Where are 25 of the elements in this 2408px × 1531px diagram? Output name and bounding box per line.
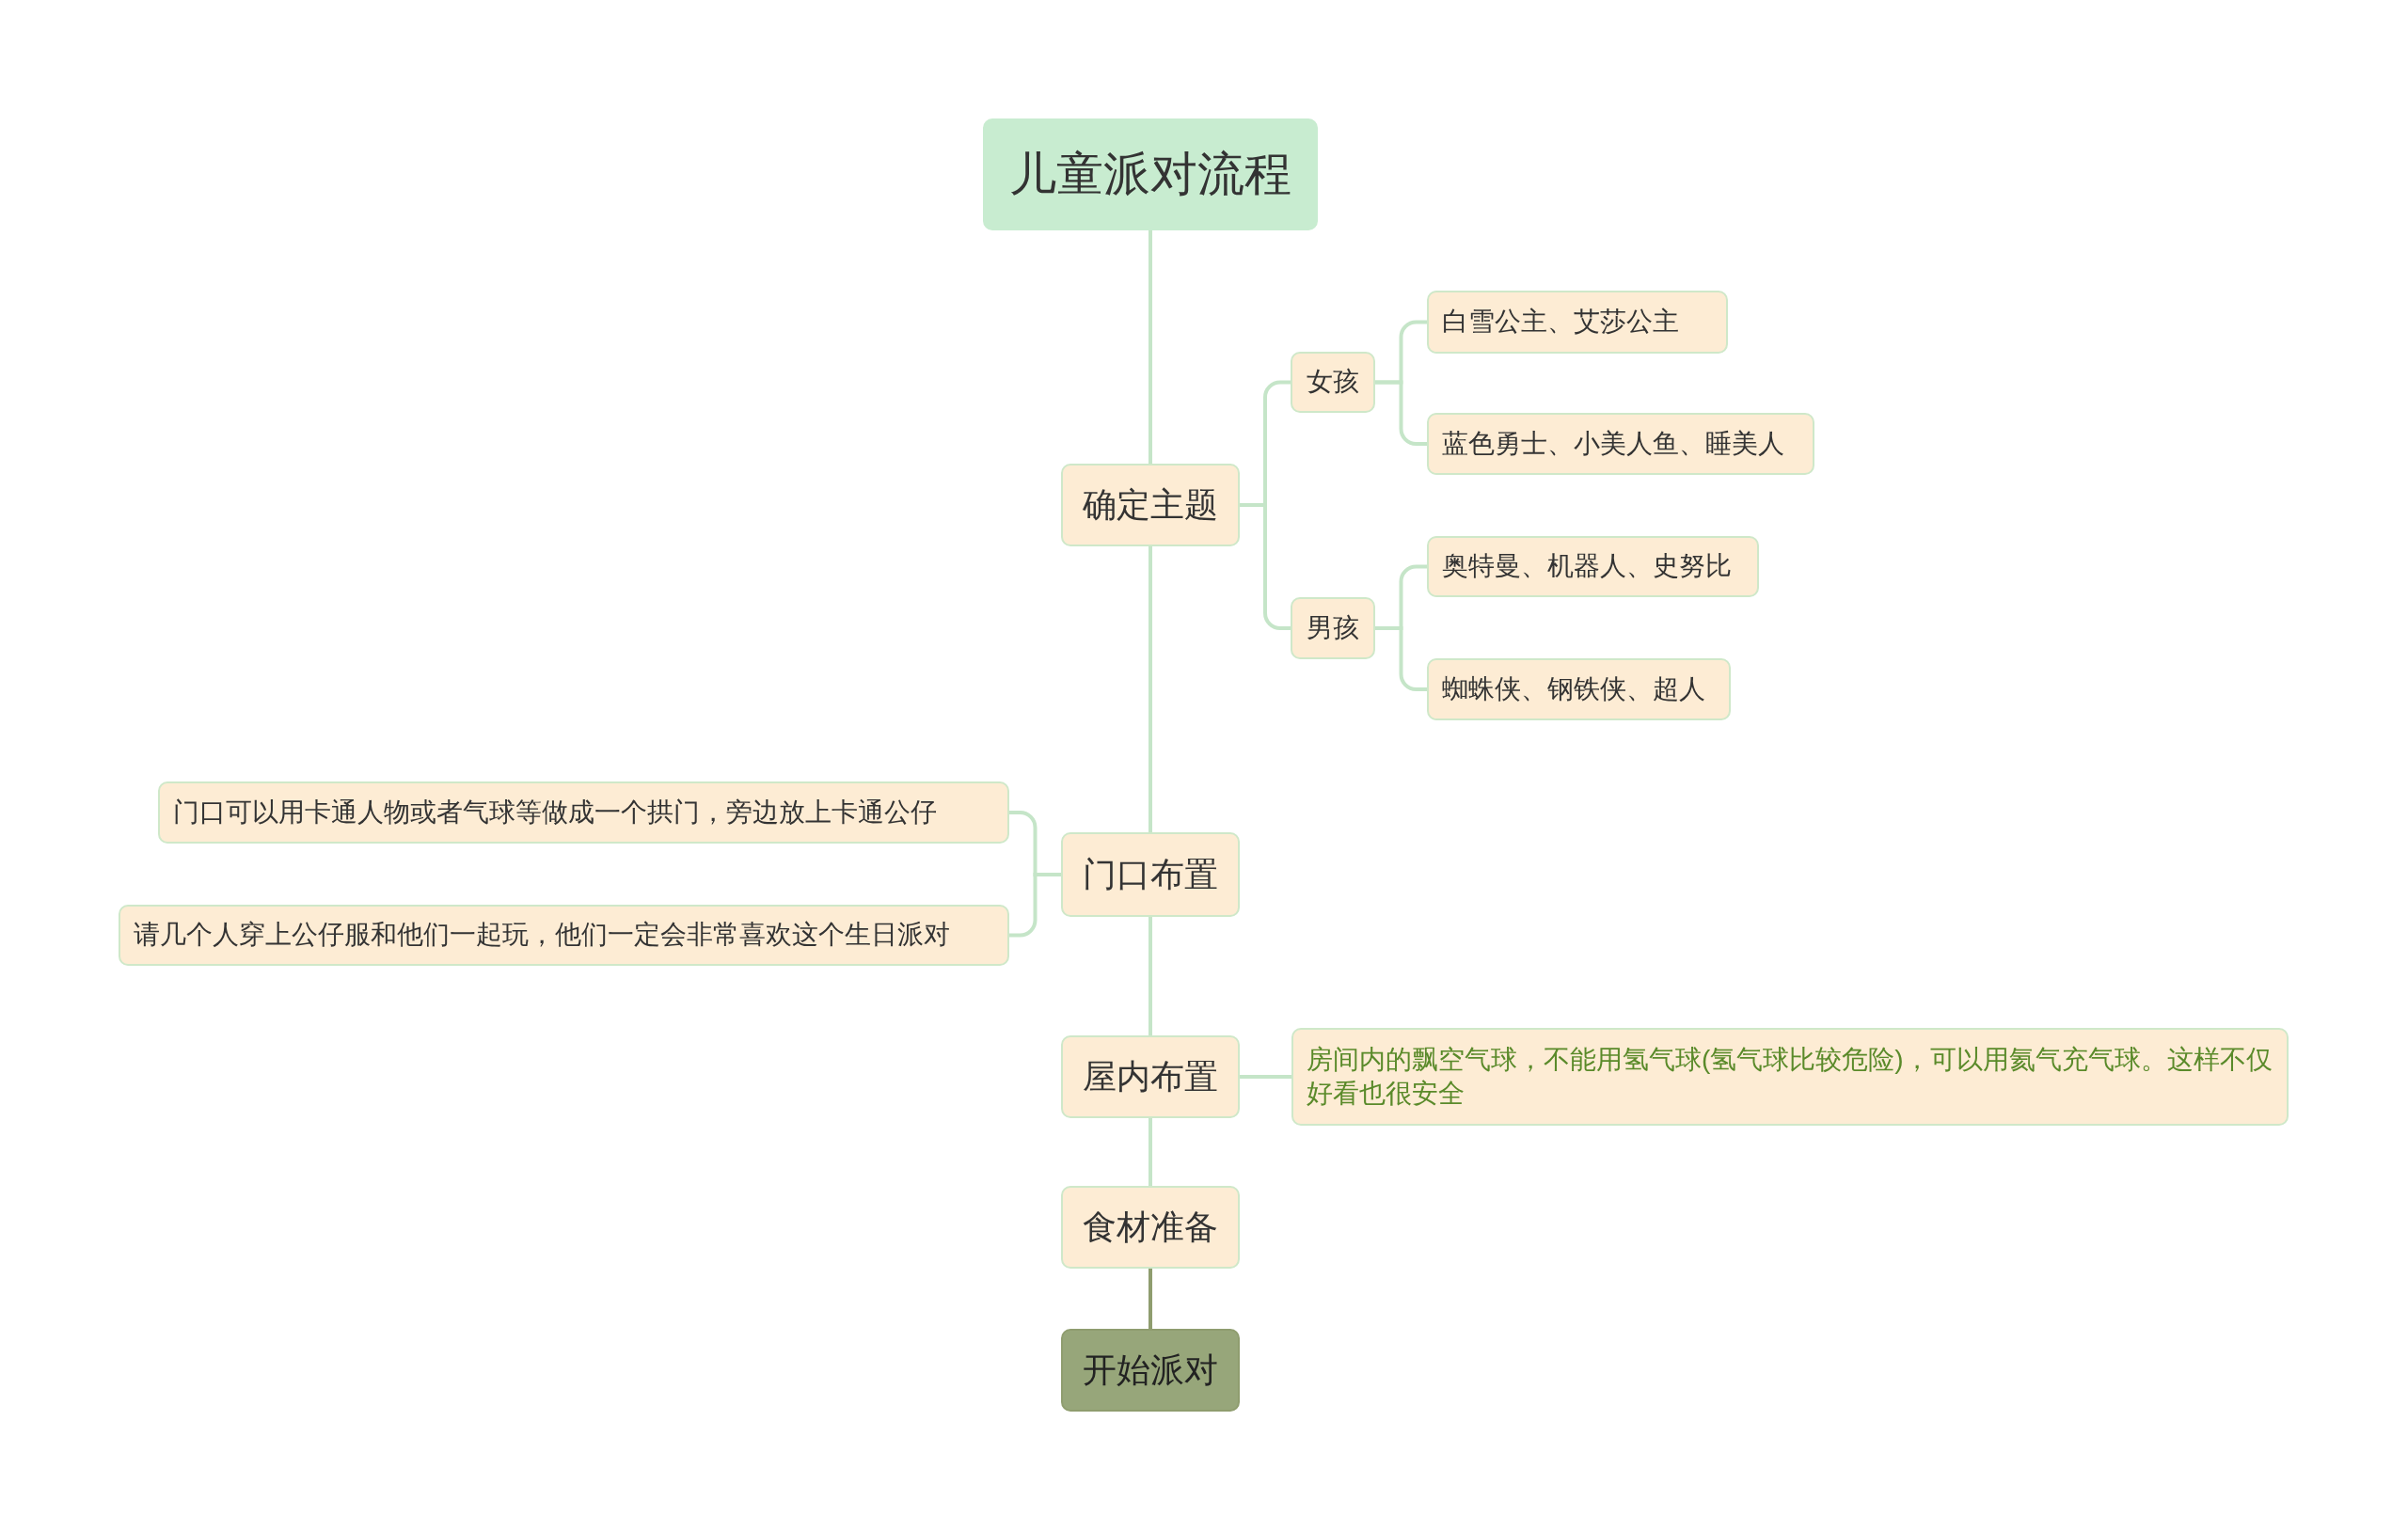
note-box: 房间内的飘空气球，不能用氢气球(氢气球比较危险)，可以用氦气充气球。这样不仅好看也很安全 xyxy=(1291,1028,2289,1126)
subtopic-box: 奥特曼、机器人、史努比 xyxy=(1427,536,1759,597)
connector-line xyxy=(1375,626,1427,691)
topic-box: 确定主题 xyxy=(1061,464,1240,546)
connector-line xyxy=(1009,873,1061,938)
connector-line xyxy=(1149,1269,1152,1329)
connector-line xyxy=(1375,380,1427,446)
connector-line xyxy=(1149,1118,1152,1186)
central-topic-box: 儿童派对流程 xyxy=(983,118,1318,230)
subtopic-box: 男孩 xyxy=(1291,597,1375,659)
subtopic-box: 蓝色勇士、小美人鱼、睡美人 xyxy=(1427,413,1814,475)
subtopic-box: 请几个人穿上公仔服和他们一起玩，他们一定会非常喜欢这个生日派对 xyxy=(119,905,1009,966)
topic-box: 门口布置 xyxy=(1061,832,1240,917)
subtopic-box: 门口可以用卡通人物或者气球等做成一个拱门，旁边放上卡通公仔 xyxy=(158,781,1009,844)
connector-line xyxy=(1240,503,1291,630)
topic-box: 食材准备 xyxy=(1061,1186,1240,1269)
connector-line xyxy=(1149,230,1152,464)
subtopic-box: 白雪公主、艾莎公主 xyxy=(1427,291,1728,354)
subtopic-box: 蜘蛛侠、钢铁侠、超人 xyxy=(1427,658,1731,720)
connector-line xyxy=(1149,917,1152,1035)
topic-box: 屋内布置 xyxy=(1061,1035,1240,1118)
topic-box: 开始派对 xyxy=(1061,1329,1240,1412)
connector-line xyxy=(1240,1075,1291,1079)
connector-line xyxy=(1149,546,1152,832)
subtopic-box: 女孩 xyxy=(1291,352,1375,413)
